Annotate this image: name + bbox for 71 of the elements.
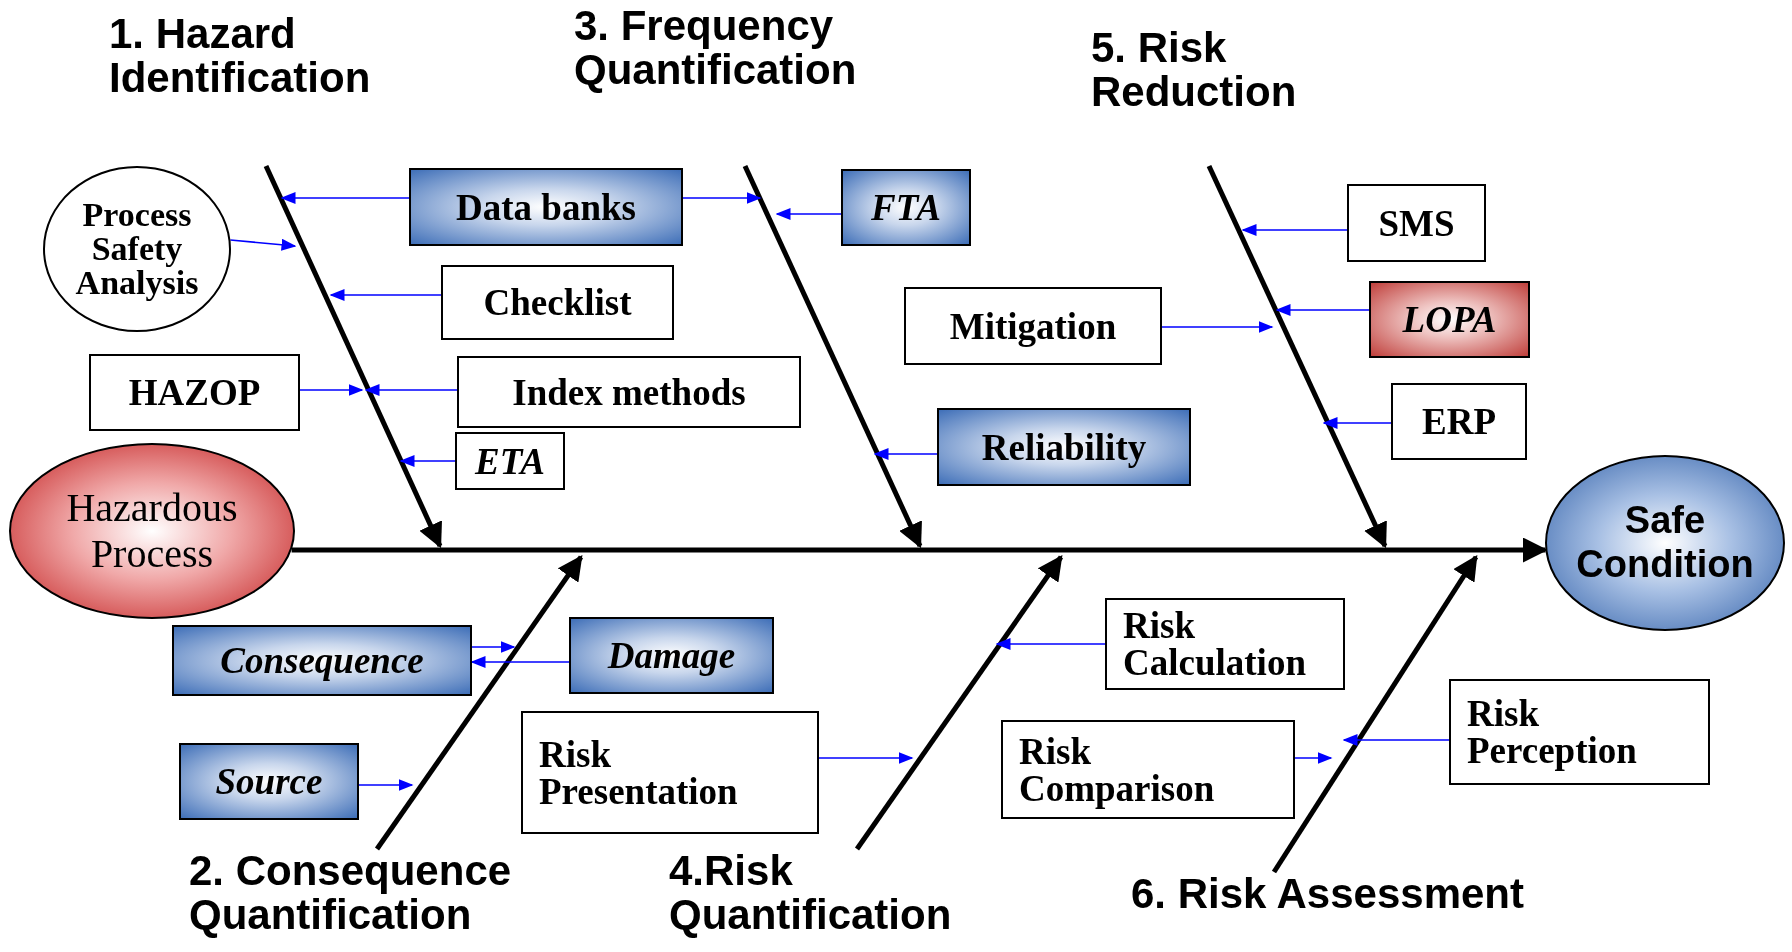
category-heading: 2. Consequence Quantification xyxy=(189,849,629,938)
box-label: LOPA xyxy=(1402,301,1497,338)
arrow xyxy=(329,289,442,301)
category-heading: 6. Risk Assessment xyxy=(1131,872,1691,917)
arrow xyxy=(229,238,297,251)
method-box xyxy=(841,169,971,246)
category-heading: 3. Frequency Quantification xyxy=(574,4,964,93)
bone-arrow xyxy=(263,164,443,549)
method-box xyxy=(1105,598,1345,690)
method-box xyxy=(1369,281,1530,358)
box-label: Mitigation xyxy=(949,307,1117,345)
method-box xyxy=(521,711,819,834)
method-box xyxy=(1391,383,1527,460)
box-label: Risk Comparison xyxy=(1019,732,1215,807)
category-heading: 5. Risk Reduction xyxy=(1091,26,1361,115)
method-box xyxy=(904,287,1162,365)
bone-arrow xyxy=(291,537,1548,563)
method-box xyxy=(457,356,801,428)
arrow xyxy=(682,192,762,204)
method-box xyxy=(441,265,674,340)
box-label: Safe Condition xyxy=(1576,499,1754,587)
method-box xyxy=(89,354,300,431)
box-label: Source xyxy=(215,763,323,800)
box-label: Index methods xyxy=(512,373,746,411)
box-label: Process Safety Analysis xyxy=(75,198,199,300)
arrow xyxy=(358,779,414,791)
arrow xyxy=(471,641,516,653)
box-label: Reliability xyxy=(981,428,1147,466)
arrow xyxy=(1342,734,1450,746)
box-label: Checklist xyxy=(483,284,632,321)
bone-arrow xyxy=(1206,164,1388,549)
arrow xyxy=(1322,417,1392,429)
category-heading: 4.Risk Quantification xyxy=(669,849,1049,938)
box-label: Damage xyxy=(607,637,736,674)
arrow xyxy=(280,192,410,204)
method-box xyxy=(1001,720,1295,819)
method-box xyxy=(937,408,1191,486)
method-box xyxy=(409,168,683,246)
method-box xyxy=(1449,679,1710,785)
box-label: Risk Calculation xyxy=(1123,607,1306,681)
method-box xyxy=(569,617,774,694)
method-box xyxy=(179,743,359,820)
method-box xyxy=(172,625,472,696)
bone-arrow xyxy=(854,554,1064,851)
box-label: Risk Presentation xyxy=(539,735,738,810)
box-label: ERP xyxy=(1422,403,1496,440)
bone-arrow xyxy=(374,554,584,851)
box-label: HAZOP xyxy=(128,374,261,411)
box-label: Risk Perception xyxy=(1467,695,1637,769)
box-label: Hazardous Process xyxy=(66,485,238,577)
bone-arrow xyxy=(1271,554,1479,874)
method-box xyxy=(1347,184,1486,262)
arrow xyxy=(1294,752,1333,764)
arrow xyxy=(873,448,938,460)
box-label: ETA xyxy=(475,442,545,480)
arrow xyxy=(818,752,914,764)
arrow xyxy=(1275,304,1370,316)
arrow xyxy=(364,384,458,396)
arrow xyxy=(299,384,364,396)
method-box xyxy=(455,432,565,490)
bone-arrow xyxy=(742,164,923,549)
arrow xyxy=(399,455,456,467)
box-label: FTA xyxy=(871,189,941,226)
box-label: Consequence xyxy=(220,642,424,679)
arrow xyxy=(1161,321,1274,333)
arrow xyxy=(995,638,1106,650)
arrow xyxy=(1241,224,1348,236)
box-label: Data banks xyxy=(456,188,636,226)
category-heading: 1. Hazard Identification xyxy=(109,12,454,101)
arrow xyxy=(775,208,842,220)
box-label: SMS xyxy=(1378,204,1455,242)
